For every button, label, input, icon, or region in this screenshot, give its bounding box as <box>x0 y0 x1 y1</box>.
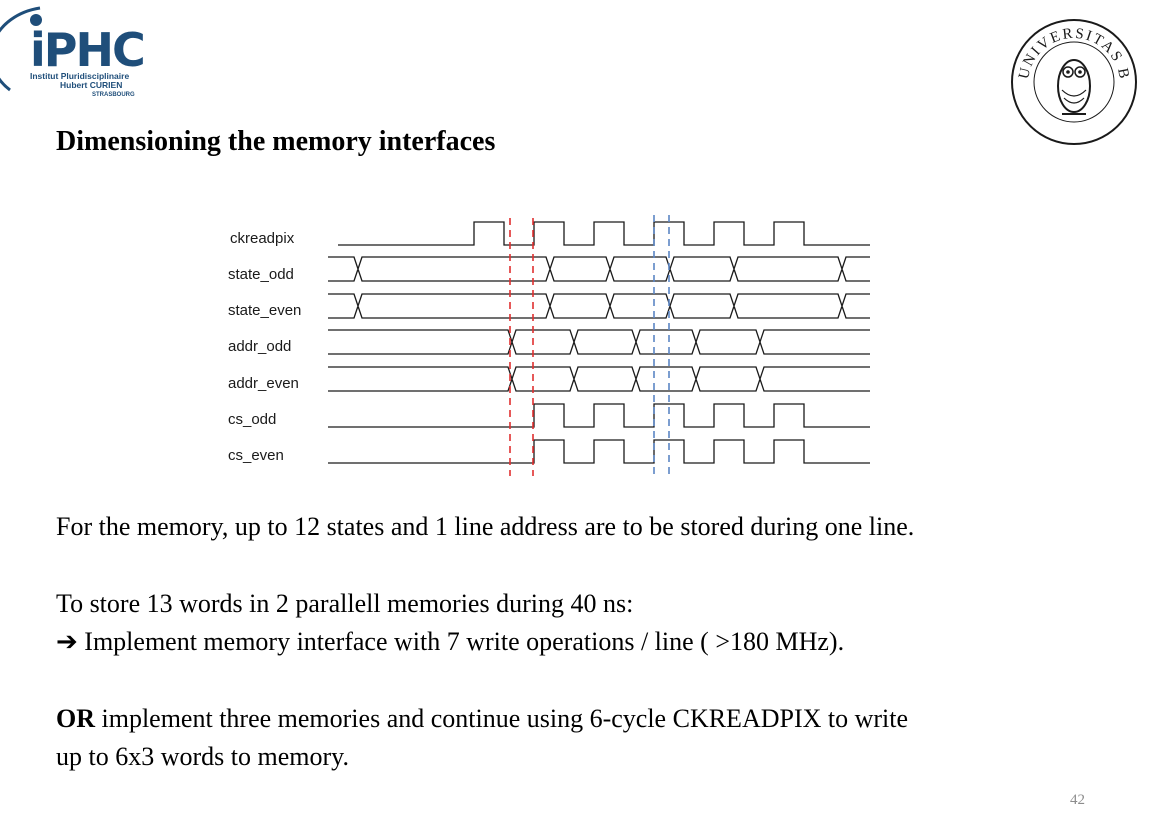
slide-title: Dimensioning the memory interfaces <box>56 126 496 157</box>
signal-labels: ckreadpix state_odd state_even addr_odd … <box>228 230 301 464</box>
signal-label-state-even: state_even <box>228 302 301 319</box>
svg-text:Hubert CURIEN: Hubert CURIEN <box>60 80 122 90</box>
signal-label-addr-odd: addr_odd <box>228 338 291 355</box>
signal-label-cs-odd: cs_odd <box>228 411 276 428</box>
iphc-logo: iPHC Institut Pluridisciplinaire Hubert … <box>0 6 146 98</box>
signal-label-state-odd: state_odd <box>228 266 294 283</box>
svg-text:Institut Pluridisciplinaire: Institut Pluridisciplinaire <box>30 71 129 81</box>
waveform-state-even <box>328 293 870 319</box>
waveform-state-odd <box>328 256 870 282</box>
paragraph-three-memories: OR implement three memories and continue… <box>56 704 909 771</box>
arrow-icon: ➔ <box>56 627 78 657</box>
waveform-ckreadpix <box>338 221 870 246</box>
signal-label-cs-even: cs_even <box>228 447 284 464</box>
paragraph-store-words: To store 13 words in 2 parallell memorie… <box>56 589 845 657</box>
svg-text:iPHC: iPHC <box>30 23 144 77</box>
waveform-cs-even <box>328 439 870 464</box>
waveform-cs-odd <box>328 403 870 428</box>
page-number: 42 <box>1070 792 1085 808</box>
paragraph-memory-states: For the memory, up to 12 states and 1 li… <box>56 512 915 541</box>
signal-label-addr-even: addr_even <box>228 375 299 392</box>
waveform-addr-even <box>328 366 870 392</box>
waveform-addr-odd <box>328 329 870 355</box>
uib-seal: UNIVERSITAS BERGENSIS <box>1008 18 1137 145</box>
svg-text:STRASBOURG: STRASBOURG <box>92 92 135 98</box>
signal-label-ckreadpix: ckreadpix <box>230 230 295 247</box>
